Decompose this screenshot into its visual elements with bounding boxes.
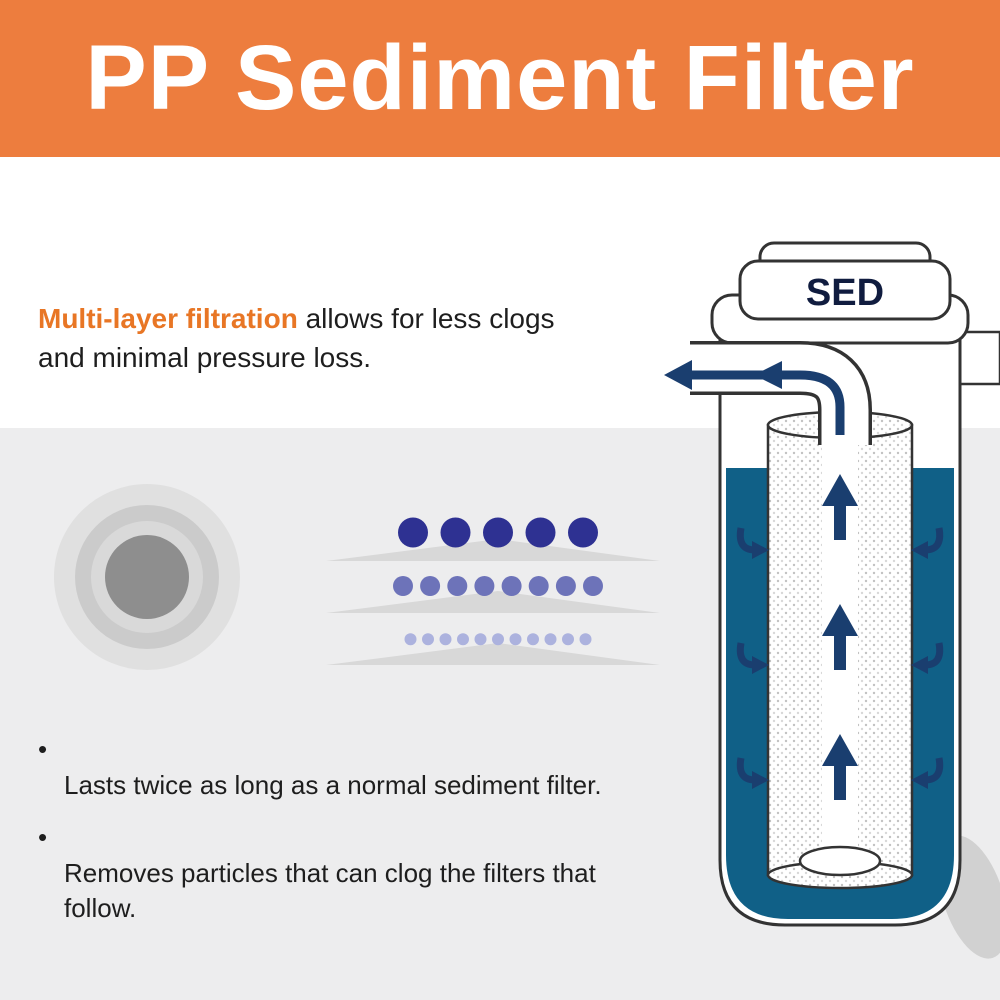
fine-layer-particle bbox=[579, 633, 592, 646]
inlet-tube bbox=[690, 341, 872, 445]
filtration-layers-illustration bbox=[326, 517, 660, 665]
bullet-icon: • bbox=[38, 734, 48, 764]
inflow-arrow-right bbox=[911, 527, 944, 559]
cap-label: SED bbox=[806, 272, 884, 314]
inflow-arrow-right bbox=[911, 757, 944, 789]
coarse-layer-particle bbox=[568, 517, 598, 548]
arrow-head bbox=[822, 474, 858, 506]
page-title: PP Sediment Filter bbox=[85, 27, 915, 129]
tube-inner bbox=[690, 344, 869, 445]
fine-layer-particle bbox=[492, 633, 504, 646]
medium-layer-particle bbox=[420, 576, 441, 596]
medium-layer-particle bbox=[528, 576, 549, 596]
outflow-arrow bbox=[664, 360, 845, 435]
filter-cross-section-illustration bbox=[54, 484, 240, 670]
filter-cap: SED bbox=[710, 241, 970, 345]
coarse-layer-particle bbox=[440, 517, 471, 548]
fine-layer-particle bbox=[457, 633, 469, 646]
arrow-shaft bbox=[834, 506, 846, 540]
medium-layer-particle bbox=[474, 576, 495, 596]
arrow-head bbox=[822, 734, 858, 766]
fine-layer-particle bbox=[439, 633, 452, 646]
fine-layer-particle bbox=[527, 633, 539, 646]
bullet-text: Removes particles that can clog the filt… bbox=[64, 858, 596, 924]
sediment-filter-illustration: SED bbox=[664, 241, 1000, 959]
list-item: • Removes particles that can clog the fil… bbox=[36, 821, 691, 926]
bullet-icon: • bbox=[38, 822, 48, 853]
fine-layer-particle bbox=[562, 633, 574, 646]
coarse-layer-particle bbox=[398, 517, 428, 548]
fine-layer-particle bbox=[404, 633, 417, 646]
coarse-layer-particle bbox=[525, 517, 556, 548]
inflow-arrow-left bbox=[736, 757, 769, 789]
intro-paragraph: Multi-layer filtration allows for less c… bbox=[38, 300, 683, 377]
arrow-head bbox=[822, 604, 858, 636]
cap-body bbox=[738, 259, 952, 321]
inflow-arrow-left bbox=[736, 642, 769, 674]
outflow-line bbox=[686, 370, 845, 435]
medium-layer-particle bbox=[501, 576, 522, 596]
intro-text: allows for less clogs and minimal pressu… bbox=[38, 303, 555, 373]
inflow-arrow-right bbox=[911, 642, 944, 674]
inflow-arrow-left bbox=[736, 527, 769, 559]
fine-layer-mesh bbox=[326, 643, 660, 665]
coarse-layer-mesh bbox=[326, 539, 660, 561]
feature-list: • Lasts twice as long as a normal sedimen… bbox=[36, 733, 691, 944]
medium-layer-particle bbox=[555, 576, 576, 596]
outflow-head bbox=[664, 360, 692, 390]
medium-layer-particle bbox=[393, 576, 413, 596]
bullet-text: Lasts twice as long as a normal sediment… bbox=[64, 770, 602, 801]
medium-layer-mesh bbox=[326, 591, 660, 613]
list-item: • Lasts twice as long as a normal sedimen… bbox=[36, 733, 691, 803]
upward-flow-arrow bbox=[822, 474, 858, 540]
medium-layer-particle bbox=[447, 576, 468, 596]
fine-layer-particle bbox=[509, 633, 522, 646]
arrow-shaft bbox=[834, 766, 846, 800]
medium-layer-particle bbox=[583, 576, 603, 596]
banner: PP Sediment Filter bbox=[0, 0, 1000, 157]
upward-flow-arrow bbox=[822, 734, 858, 800]
upward-flow-arrow bbox=[822, 604, 858, 670]
outflow-head bbox=[754, 361, 782, 389]
cartridge-opening bbox=[798, 845, 882, 877]
fine-layer-particle bbox=[474, 633, 487, 646]
fine-layer-particle bbox=[422, 633, 434, 646]
coarse-layer-particle bbox=[483, 517, 513, 548]
arrow-shaft bbox=[834, 636, 846, 670]
core-circle bbox=[105, 535, 189, 619]
fine-layer-particle bbox=[544, 633, 557, 646]
intro-highlight: Multi-layer filtration bbox=[38, 303, 298, 334]
